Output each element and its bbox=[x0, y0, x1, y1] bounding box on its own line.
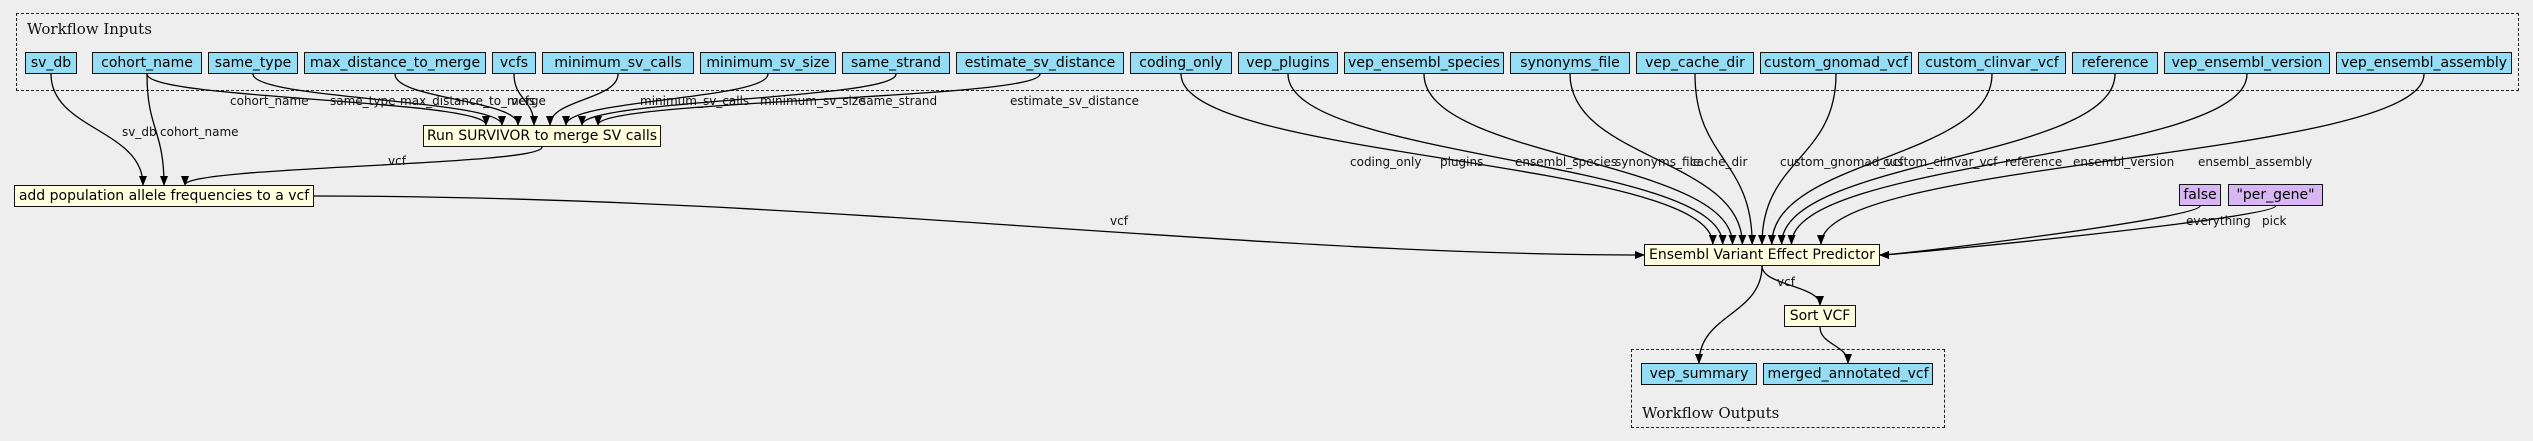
edge-label-coding-only: coding_only bbox=[1350, 155, 1422, 169]
edge-label-cohort-name: cohort_name bbox=[230, 94, 309, 108]
edge-label-ensembl-species: ensembl_species bbox=[1515, 155, 1617, 169]
edge-label-custom-clinvar-vcf: custom_clinvar_vcf bbox=[1883, 155, 1998, 169]
edge-label-reference: reference bbox=[2005, 155, 2062, 169]
edge-label-vcf: vcf bbox=[1110, 214, 1129, 228]
node-estimate-sv-distance[interactable]: estimate_sv_distance bbox=[956, 52, 1124, 74]
node-per-gene-default[interactable]: "per_gene" bbox=[2228, 184, 2323, 206]
workflow-inputs-label: Workflow Inputs bbox=[27, 20, 152, 38]
edge-label-cohort-name: cohort_name bbox=[160, 125, 239, 139]
node-vep-plugins[interactable]: vep_plugins bbox=[1238, 52, 1338, 74]
edge-vep-plugins-to-vep bbox=[1287, 73, 1727, 245]
node-vcfs[interactable]: vcfs bbox=[492, 52, 536, 74]
edge-sortvcf-to-merged-annotated-vcf bbox=[1819, 326, 1852, 364]
node-same-type[interactable]: same_type bbox=[208, 52, 298, 74]
edge-label-ensembl-version: ensembl_version bbox=[2073, 155, 2174, 169]
node-minimum-sv-size[interactable]: minimum_sv_size bbox=[700, 52, 836, 74]
node-vep-summary[interactable]: vep_summary bbox=[1641, 363, 1757, 385]
node-false-default[interactable]: false bbox=[2179, 184, 2221, 206]
edge-label-vcfs: vcfs bbox=[511, 94, 535, 108]
edge-reference-to-vep bbox=[1777, 73, 2116, 245]
edge-minimum-sv-size-to-survivor bbox=[562, 73, 769, 126]
node-sortvcf[interactable]: Sort VCF bbox=[1784, 305, 1856, 327]
edge-cohort-name-to-survivor bbox=[146, 73, 490, 126]
edge-label-sv-db: sv_db bbox=[122, 125, 157, 139]
node-popfreq[interactable]: add population allele frequencies to a v… bbox=[14, 185, 314, 207]
edge-popfreq-to-vep bbox=[313, 195, 1645, 259]
edge-false-default-to-vep bbox=[1879, 205, 2201, 259]
workflow-outputs-label: Workflow Outputs bbox=[1642, 404, 1780, 422]
edge-per-gene-default-to-vep bbox=[1879, 205, 2277, 259]
edge-vep-ensembl-version-to-vep bbox=[1787, 73, 2248, 245]
workflow-inputs-cluster: Workflow Inputs bbox=[16, 13, 2519, 91]
edge-max-distance-to-merge-to-survivor bbox=[394, 73, 522, 126]
edge-label-max-distance-to-merge: max_distance_to_merge bbox=[400, 94, 546, 108]
workflow-outputs-cluster: Workflow Outputs bbox=[1631, 349, 1945, 428]
node-vep-ensembl-species[interactable]: vep_ensembl_species bbox=[1344, 52, 1504, 74]
edge-label-cache-dir: cache_dir bbox=[1690, 155, 1747, 169]
edge-synonyms-file-to-vep bbox=[1569, 73, 1747, 245]
edge-label-everything: everything bbox=[2186, 214, 2251, 228]
edge-label-same-strand: same_strand bbox=[860, 94, 937, 108]
node-survivor[interactable]: Run SURVIVOR to merge SV calls bbox=[423, 125, 661, 147]
node-same-strand[interactable]: same_strand bbox=[842, 52, 950, 74]
node-cohort-name[interactable]: cohort_name bbox=[92, 52, 202, 74]
edge-label-minimum-sv-size: minimum_sv_size bbox=[760, 94, 866, 108]
node-vep-ensembl-assembly[interactable]: vep_ensembl_assembly bbox=[2336, 52, 2512, 74]
edge-vep-to-vep-summary bbox=[1695, 265, 1763, 364]
edge-label-custom-gnomad-vcf: custom_gnomad_vcf bbox=[1780, 155, 1904, 169]
node-synonyms-file[interactable]: synonyms_file bbox=[1510, 52, 1630, 74]
edge-vcfs-to-survivor bbox=[513, 73, 538, 126]
node-reference[interactable]: reference bbox=[2072, 52, 2158, 74]
node-custom-clinvar-vcf[interactable]: custom_clinvar_vcf bbox=[1918, 52, 2066, 74]
node-custom-gnomad-vcf[interactable]: custom_gnomad_vcf bbox=[1760, 52, 1912, 74]
edge-vep-to-sortvcf bbox=[1761, 265, 1824, 306]
node-coding-only[interactable]: coding_only bbox=[1130, 52, 1232, 74]
edge-coding-only-to-vep bbox=[1180, 73, 1717, 245]
node-sv-db[interactable]: sv_db bbox=[25, 52, 77, 74]
node-max-distance-to-merge[interactable]: max_distance_to_merge bbox=[304, 52, 486, 74]
node-minimum-sv-calls[interactable]: minimum_sv_calls bbox=[542, 52, 694, 74]
edge-survivor-to-popfreq bbox=[181, 146, 543, 186]
node-vep[interactable]: Ensembl Variant Effect Predictor bbox=[1644, 244, 1880, 266]
edge-same-type-to-survivor bbox=[252, 73, 506, 126]
edge-label-plugins: plugins bbox=[1440, 155, 1483, 169]
edge-sv-db-to-popfreq bbox=[50, 73, 147, 186]
node-vep-cache-dir[interactable]: vep_cache_dir bbox=[1636, 52, 1754, 74]
edge-label-vcf: vcf bbox=[1777, 275, 1796, 289]
edge-cohort-name-to-popfreq bbox=[146, 73, 168, 186]
edge-label-synonyms-file: synonyms_file bbox=[1615, 155, 1700, 169]
edge-vep-ensembl-assembly-to-vep bbox=[1817, 73, 2425, 245]
edge-vep-ensembl-species-to-vep bbox=[1423, 73, 1737, 245]
edge-label-same-type: same_type bbox=[330, 94, 395, 108]
edge-label-minimum-sv-calls: minimum_sv_calls bbox=[640, 94, 749, 108]
edge-estimate-sv-distance-to-survivor bbox=[594, 73, 1041, 126]
edge-label-vcf: vcf bbox=[388, 154, 407, 168]
edge-custom-clinvar-vcf-to-vep bbox=[1767, 73, 1993, 245]
edge-minimum-sv-calls-to-survivor bbox=[546, 73, 619, 126]
node-vep-ensembl-version[interactable]: vep_ensembl_version bbox=[2164, 52, 2330, 74]
edge-label-pick: pick bbox=[2262, 214, 2287, 228]
edge-label-ensembl-assembly: ensembl_assembly bbox=[2198, 155, 2312, 169]
edge-label-estimate-sv-distance: estimate_sv_distance bbox=[1010, 94, 1139, 108]
edge-custom-gnomad-vcf-to-vep bbox=[1758, 73, 1837, 245]
edge-vep-cache-dir-to-vep bbox=[1694, 73, 1757, 245]
node-merged-annotated-vcf[interactable]: merged_annotated_vcf bbox=[1763, 363, 1933, 385]
